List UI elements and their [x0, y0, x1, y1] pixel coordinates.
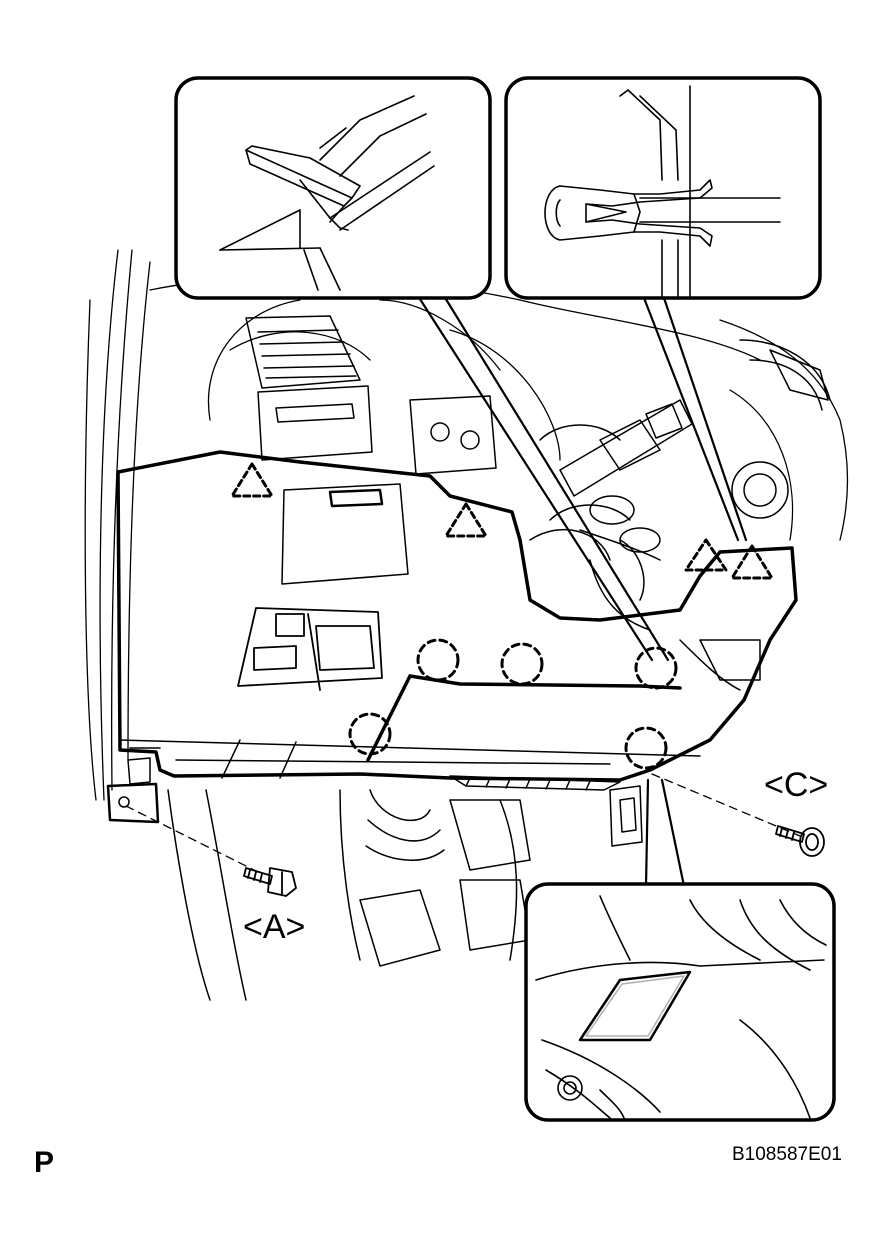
- panel-hatch: [449, 775, 621, 791]
- detail-box-hook: [524, 882, 836, 1122]
- dashed-triangle-icon: [444, 502, 488, 538]
- dashboard-upper: [149, 275, 849, 541]
- bolt-a-label: <A>: [243, 908, 306, 946]
- lower-vent-panel: [257, 385, 497, 475]
- dashed-circle-icon: [416, 638, 460, 682]
- lower-panel-outline: [116, 450, 798, 782]
- figure-code: B108587E01: [732, 1144, 842, 1165]
- dashed-triangle-icon: [230, 462, 274, 498]
- lower-panel-inner: [119, 639, 761, 779]
- claw-triangles: [230, 462, 774, 580]
- hook-icon: [578, 970, 692, 1042]
- screw-c-icon: [775, 825, 825, 857]
- dashed-circle-icon: [634, 646, 678, 690]
- dashed-circle-icon: [348, 712, 392, 756]
- bolt-a-icon: [243, 867, 297, 897]
- left-bracket: [106, 757, 160, 824]
- leader-lines: [125, 773, 801, 875]
- air-vent: [245, 315, 361, 389]
- a-pillar: [84, 249, 151, 801]
- dashed-circle-icon: [500, 642, 544, 686]
- right-cluster: [731, 339, 831, 519]
- detail-leader-lines: [416, 294, 748, 888]
- center-opening: [281, 483, 409, 585]
- screw-c-label: <C>: [764, 766, 829, 804]
- page-mark: P: [34, 1146, 55, 1179]
- dashed-triangle-icon: [684, 538, 728, 572]
- pedal-area: [167, 785, 643, 1001]
- dashed-circle-icon: [624, 726, 668, 770]
- switch-panel: [237, 607, 383, 691]
- detail-box-clip: [504, 76, 822, 300]
- detail-box-claw: [174, 76, 492, 300]
- dashed-triangle-icon: [730, 544, 774, 580]
- clip-circles: [348, 638, 678, 770]
